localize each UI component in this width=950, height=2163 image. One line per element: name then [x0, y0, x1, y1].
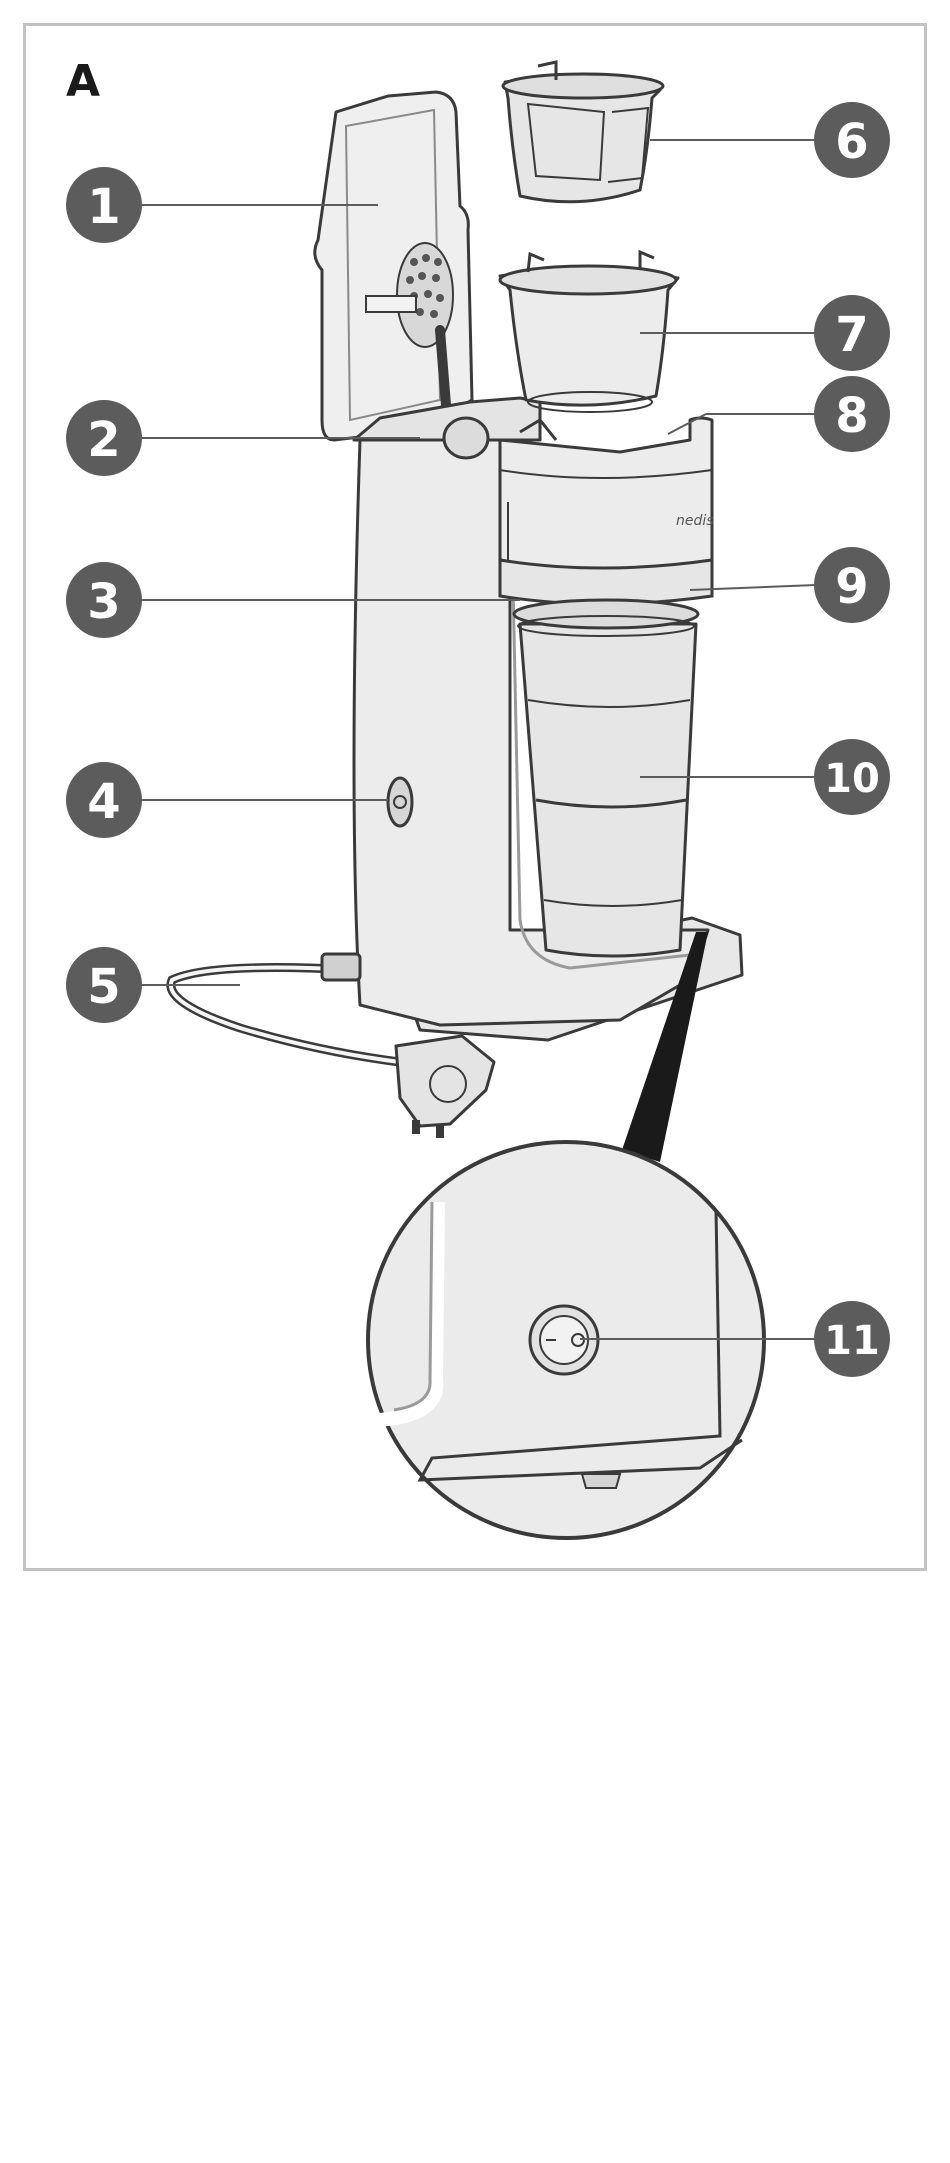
callout-badge-6: 6 — [814, 102, 890, 178]
callout-badge-5: 5 — [66, 947, 142, 1023]
callout-badge-10: 10 — [814, 739, 890, 815]
callout-number: 4 — [87, 774, 120, 830]
callout-number: 1 — [87, 179, 120, 235]
brand-label: nedis — [676, 513, 714, 529]
callout-number: 6 — [835, 114, 868, 170]
callout-badge-7: 7 — [814, 295, 890, 371]
callout-number: 10 — [824, 756, 880, 802]
callout-badge-11: 11 — [814, 1301, 890, 1377]
callout-number: 7 — [835, 307, 868, 363]
callout-number: 11 — [824, 1318, 880, 1364]
on-off-button — [388, 778, 412, 826]
callout-number: 3 — [87, 574, 120, 630]
figure-letter: A — [66, 56, 100, 107]
callout-badge-4: 4 — [66, 762, 142, 838]
callout-badge-9: 9 — [814, 547, 890, 623]
callout-badge-3: 3 — [66, 562, 142, 638]
callout-number: 8 — [835, 388, 868, 444]
callout-number: 9 — [835, 559, 868, 615]
callout-badge-1: 1 — [66, 167, 142, 243]
callout-number: 5 — [87, 959, 120, 1015]
callout-number: 2 — [87, 412, 120, 468]
callout-badge-8: 8 — [814, 376, 890, 452]
plug — [396, 1036, 494, 1126]
callout-badge-2: 2 — [66, 400, 142, 476]
